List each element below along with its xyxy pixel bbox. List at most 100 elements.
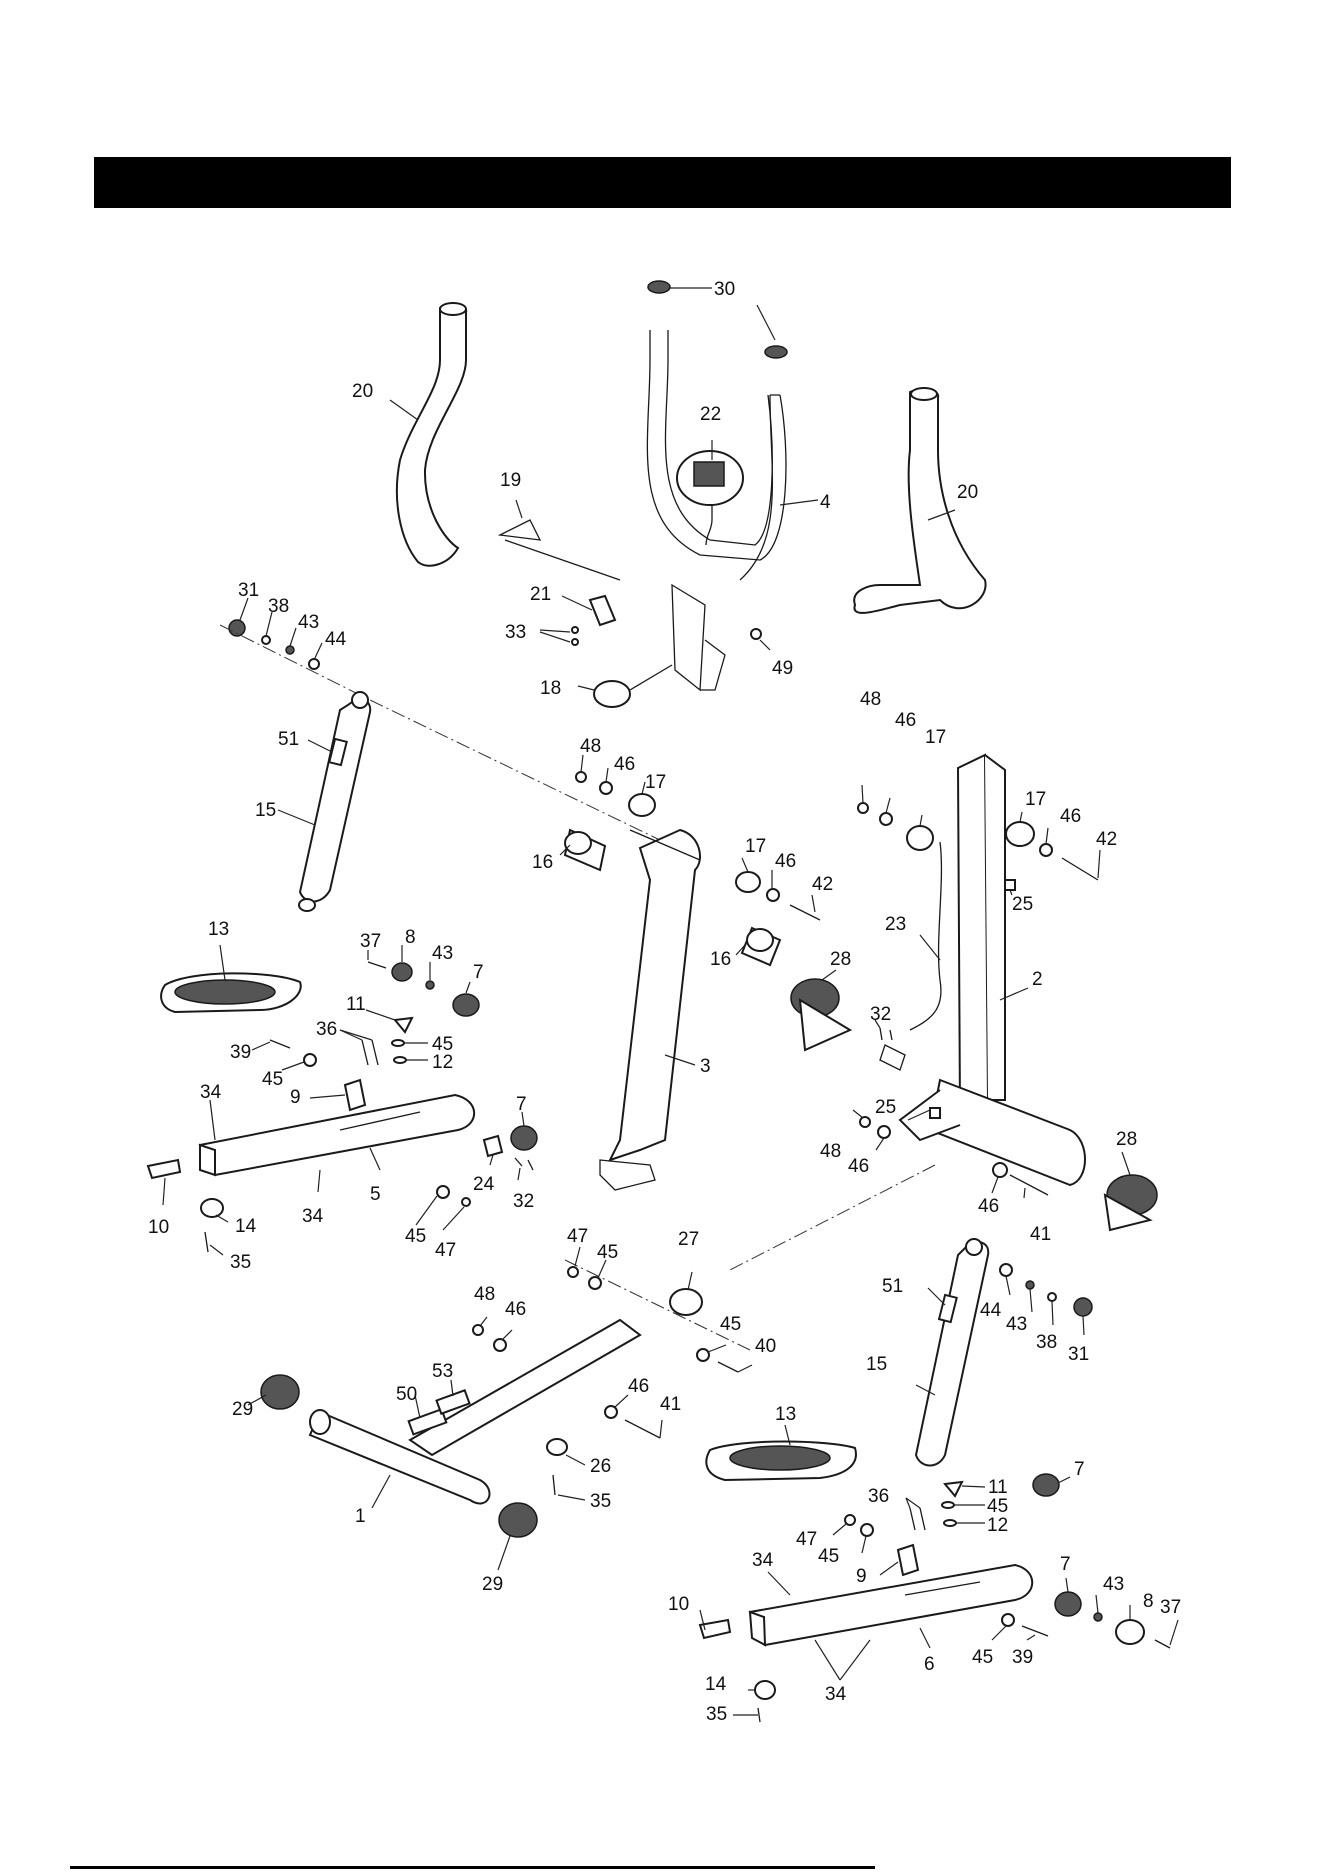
label-34-lower-right-top: 34 [752, 1550, 774, 1571]
part-17-bushing-middle [628, 793, 656, 817]
label-49: 49 [772, 658, 793, 679]
label-8-lower: 8 [1143, 1591, 1154, 1612]
label-29-left: 29 [232, 1399, 253, 1420]
label-12-lower: 12 [987, 1515, 1008, 1536]
part-19-pin [497, 519, 621, 581]
label-27: 27 [678, 1229, 699, 1250]
label-28-lower: 28 [1116, 1129, 1137, 1150]
part-31-cap-left [228, 619, 246, 637]
part-46-washer-crossbar [493, 1338, 507, 1352]
label-45-lower-arm: 45 [818, 1546, 839, 1567]
part-35-screw-lower [757, 1707, 761, 1723]
part-25-nut-right-top [1004, 879, 1016, 891]
label-46-lower: 46 [848, 1156, 869, 1177]
label-1: 1 [355, 1506, 366, 1527]
part-36-pin-lower-b [919, 1507, 926, 1531]
label-18: 18 [540, 678, 561, 699]
part-43-washer-lower-right [1093, 1612, 1103, 1622]
part-48-nut-middle [575, 771, 587, 783]
label-46-41-mid: 46 [628, 1376, 649, 1397]
label-45-upper: 45 [432, 1034, 453, 1055]
part-15-shock-left [298, 698, 372, 903]
label-34-lower-right: 34 [825, 1684, 847, 1705]
part-42-bolt-right [1061, 857, 1099, 881]
label-14-left: 14 [235, 1216, 257, 1237]
part-17-bushing-right [1005, 821, 1035, 847]
label-46-41: 46 [978, 1196, 999, 1217]
label-31-left: 31 [238, 580, 259, 601]
part-47-nut-crossbar [567, 1266, 579, 1278]
part-6-pedal-arm [748, 1563, 1034, 1647]
part-43-washer-right [1025, 1280, 1035, 1290]
label-16-upper: 16 [532, 852, 553, 873]
part-45-washer-lower-left [436, 1185, 450, 1199]
label-23: 23 [885, 914, 906, 935]
part-32-bracket-left-b [527, 1159, 534, 1171]
part-2-upright [956, 753, 990, 1112]
label-51-right: 51 [882, 1276, 903, 1297]
part-44-washer-left [308, 658, 320, 670]
part-26-foot [546, 1438, 568, 1456]
part-5-pedal-arm [198, 1093, 476, 1177]
label-48-middle: 48 [580, 736, 601, 757]
part-10-plate-lower [698, 1618, 732, 1640]
part-7-bushing-arm [510, 1125, 538, 1151]
label-51-left: 51 [278, 729, 299, 750]
label-10-lower: 10 [668, 1594, 689, 1615]
part-46-washer-41-mid [604, 1405, 618, 1419]
part-35-screw-left [204, 1231, 209, 1253]
label-11-upper: 11 [346, 994, 366, 1015]
part-39-bolt-lower [1021, 1625, 1049, 1637]
label-15-left: 15 [255, 800, 276, 821]
label-46-right: 46 [1060, 806, 1081, 827]
part-40-bolt [717, 1361, 739, 1373]
label-29-right: 29 [482, 1574, 503, 1595]
part-45-washer-40 [696, 1348, 710, 1362]
part-7-bushing-upper [452, 993, 480, 1017]
part-7-bushing-lower-right [1054, 1591, 1082, 1617]
part-45-washer-lower-right [941, 1501, 955, 1509]
part-number-labels: 30 20 22 4 20 19 31 38 43 44 21 33 49 18… [148, 279, 1181, 1725]
label-45-40: 45 [720, 1314, 741, 1335]
part-9-bracket-lower [896, 1543, 920, 1577]
part-39-bolt-upper [269, 1039, 291, 1049]
label-25-upper: 25 [1012, 894, 1033, 915]
part-32-bracket-right [879, 1027, 906, 1071]
label-42-mid-right: 42 [812, 874, 833, 895]
label-24: 24 [473, 1174, 495, 1195]
label-17-middle: 17 [645, 772, 666, 793]
label-7-top-right: 7 [1074, 1459, 1085, 1480]
part-29-wheel-left [260, 1374, 300, 1410]
part-27-bushing [669, 1288, 703, 1316]
part-14-foot-lower [754, 1680, 776, 1700]
label-47-lower-left: 47 [435, 1240, 456, 1261]
part-45-washer-lower-arm [860, 1523, 874, 1537]
part-50-label [407, 1407, 448, 1436]
label-31-right: 31 [1068, 1344, 1089, 1365]
label-32-right: 32 [870, 1004, 891, 1025]
part-25-nut-lower [929, 1107, 941, 1119]
axis-line-1 [219, 624, 661, 841]
label-17-mid-right: 17 [745, 836, 766, 857]
label-46-mid-right: 46 [775, 851, 796, 872]
part-22-screen [693, 461, 725, 487]
part-1-base-frame [308, 1410, 491, 1505]
part-53-label [435, 1389, 471, 1415]
label-11-lower: 11 [988, 1477, 1008, 1498]
part-41-bolt-mid [624, 1419, 661, 1439]
part-3-frame [608, 828, 701, 1162]
part-44-washer-right [999, 1263, 1013, 1277]
label-46-middle: 46 [614, 754, 635, 775]
part-1-crossbar [408, 1318, 642, 1457]
label-37-upper: 37 [360, 931, 381, 952]
label-8-upper: 8 [405, 927, 416, 948]
part-38-bolt-left [261, 635, 271, 645]
part-46-washer-lower [877, 1125, 891, 1139]
label-36-upper: 36 [316, 1019, 337, 1040]
label-40: 40 [755, 1336, 776, 1357]
part-8-cap-upper [391, 962, 413, 982]
label-17-right-top: 17 [925, 727, 946, 748]
axis-line-2 [729, 1164, 936, 1271]
label-34-lower-left: 34 [302, 1206, 324, 1227]
label-46-right-top: 46 [895, 710, 916, 731]
